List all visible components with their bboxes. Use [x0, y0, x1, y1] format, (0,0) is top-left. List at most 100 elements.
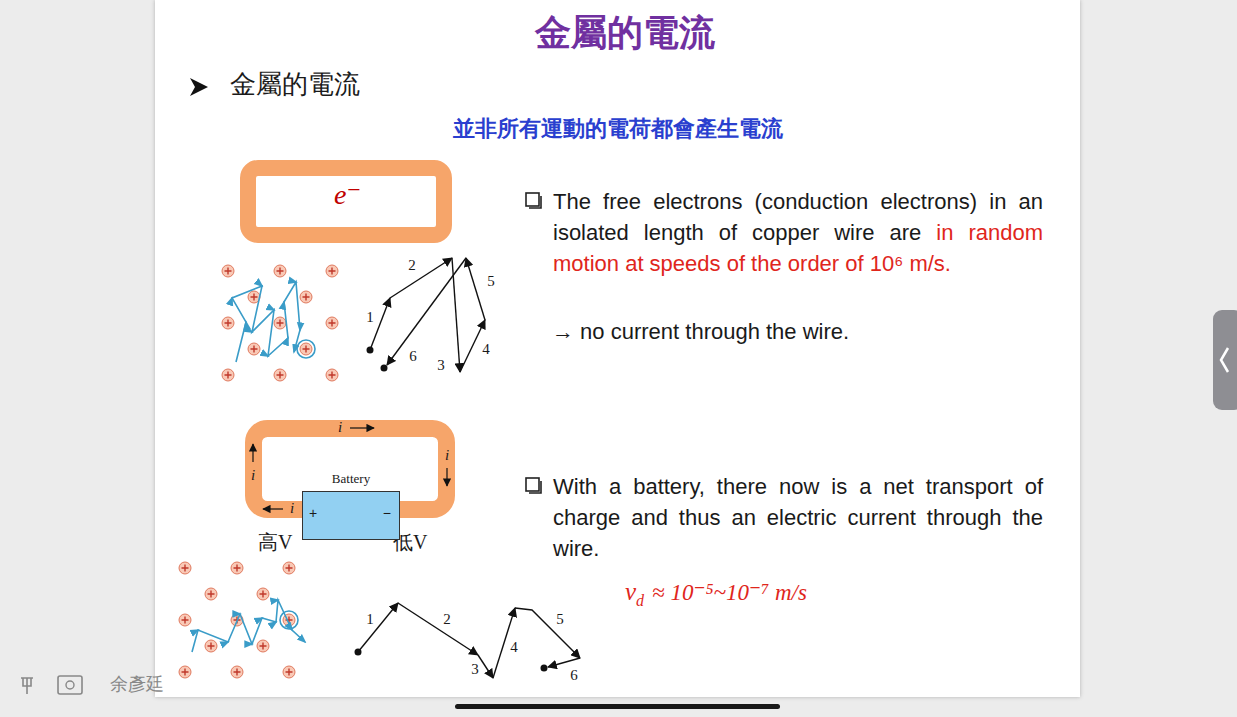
path-segment [515, 608, 580, 658]
end-dot [381, 365, 388, 372]
callout-number: 6 [409, 348, 417, 365]
bullet-heading: 金屬的電流 [230, 70, 360, 100]
collision-highlight [280, 611, 298, 629]
ion [179, 562, 191, 574]
ion-plus [182, 565, 189, 572]
ion-plus [260, 643, 267, 650]
drift-electron-path [192, 600, 305, 652]
ion [257, 588, 269, 600]
slide-title: 金屬的電流 [535, 12, 715, 53]
collision-highlight [297, 340, 315, 358]
callout-number: 1 [366, 309, 374, 326]
path-segment [548, 658, 580, 667]
bullet-paragraph: With a battery, there now is a net trans… [553, 471, 1043, 564]
ion-plus [277, 320, 284, 327]
ion [205, 640, 217, 652]
ion [326, 265, 338, 277]
ion [274, 369, 286, 381]
ion-plus [277, 268, 284, 275]
current-symbol: i [338, 419, 342, 436]
callout-number: 3 [437, 357, 445, 374]
drift-speed-formula: vd≈ 10⁻⁵~10⁻⁷ m/s [625, 578, 807, 610]
ion [283, 666, 295, 678]
ion [222, 317, 234, 329]
battery-label: Battery [332, 472, 370, 486]
ion [179, 614, 191, 626]
ion-plus [303, 346, 310, 353]
callout-number: 1 [366, 611, 374, 628]
ion [222, 265, 234, 277]
formula-value: ≈ 10⁻⁵~10⁻⁷ m/s [644, 580, 807, 605]
battery-box: Battery+− [302, 491, 400, 540]
terminal-sign: − [383, 506, 391, 521]
potential-label: 高V [258, 531, 292, 554]
ion-plus [208, 643, 215, 650]
path-segment [466, 258, 485, 320]
ion-plus [329, 268, 336, 275]
side-tab-chevron [1221, 348, 1228, 372]
callout-number: 5 [487, 273, 495, 290]
ion [326, 317, 338, 329]
ion-plus [225, 372, 232, 379]
electron-symbol: e⁻ [334, 180, 361, 211]
pin-icon [21, 678, 33, 694]
checkbox-shadow [529, 196, 541, 208]
bullet-arrow [190, 78, 208, 96]
ion-plus [260, 591, 267, 598]
callout-number: 3 [471, 661, 479, 678]
ion-plus [208, 591, 215, 598]
ion-plus [329, 320, 336, 327]
presenter-name: 余彥廷 [110, 674, 164, 695]
ion-plus [225, 268, 232, 275]
home-indicator [455, 704, 780, 709]
ion-plus [329, 372, 336, 379]
current-symbol: i [290, 500, 294, 517]
formula-subscript: d [636, 592, 644, 609]
path-segment [390, 258, 452, 298]
ion [274, 265, 286, 277]
callout-number: 5 [556, 611, 564, 628]
ion-plus [234, 565, 241, 572]
ion [231, 562, 243, 574]
ion [300, 343, 312, 355]
ion-plus [277, 372, 284, 379]
ion [179, 666, 191, 678]
ion [274, 317, 286, 329]
end-dot [541, 665, 548, 672]
wire-loop-box: e⁻ [240, 160, 452, 243]
current-arrow [446, 468, 447, 486]
ion [326, 369, 338, 381]
ion-plus [182, 617, 189, 624]
ion-plus [225, 320, 232, 327]
ion [300, 291, 312, 303]
ion-plus [234, 669, 241, 676]
checkbox-bullet [526, 478, 539, 491]
ion-plus [286, 565, 293, 572]
formula-symbol: v [625, 578, 636, 605]
screen-icon [58, 676, 82, 694]
path-segment [460, 320, 485, 372]
ion-plus [303, 294, 310, 301]
current-symbol: i [445, 447, 449, 464]
screen-icon-dot [66, 681, 74, 689]
ion-plus [182, 669, 189, 676]
ion-plus [251, 346, 258, 353]
current-arrow [263, 508, 283, 509]
side-tab [1213, 310, 1237, 410]
ion [222, 369, 234, 381]
ion [205, 588, 217, 600]
callout-number: 2 [443, 611, 451, 628]
callout-number: 4 [482, 341, 490, 358]
checkbox-shadow [529, 481, 541, 493]
ion [283, 562, 295, 574]
subtitle: 並非所有運動的電荷都會產生電流 [453, 116, 783, 141]
ion [231, 666, 243, 678]
conclusion-text: → no current through the wire. [552, 319, 849, 344]
path-segment [358, 603, 398, 652]
ion [257, 640, 269, 652]
ion-plus [286, 669, 293, 676]
current-arrow [350, 427, 374, 428]
callout-number: 6 [570, 667, 578, 684]
